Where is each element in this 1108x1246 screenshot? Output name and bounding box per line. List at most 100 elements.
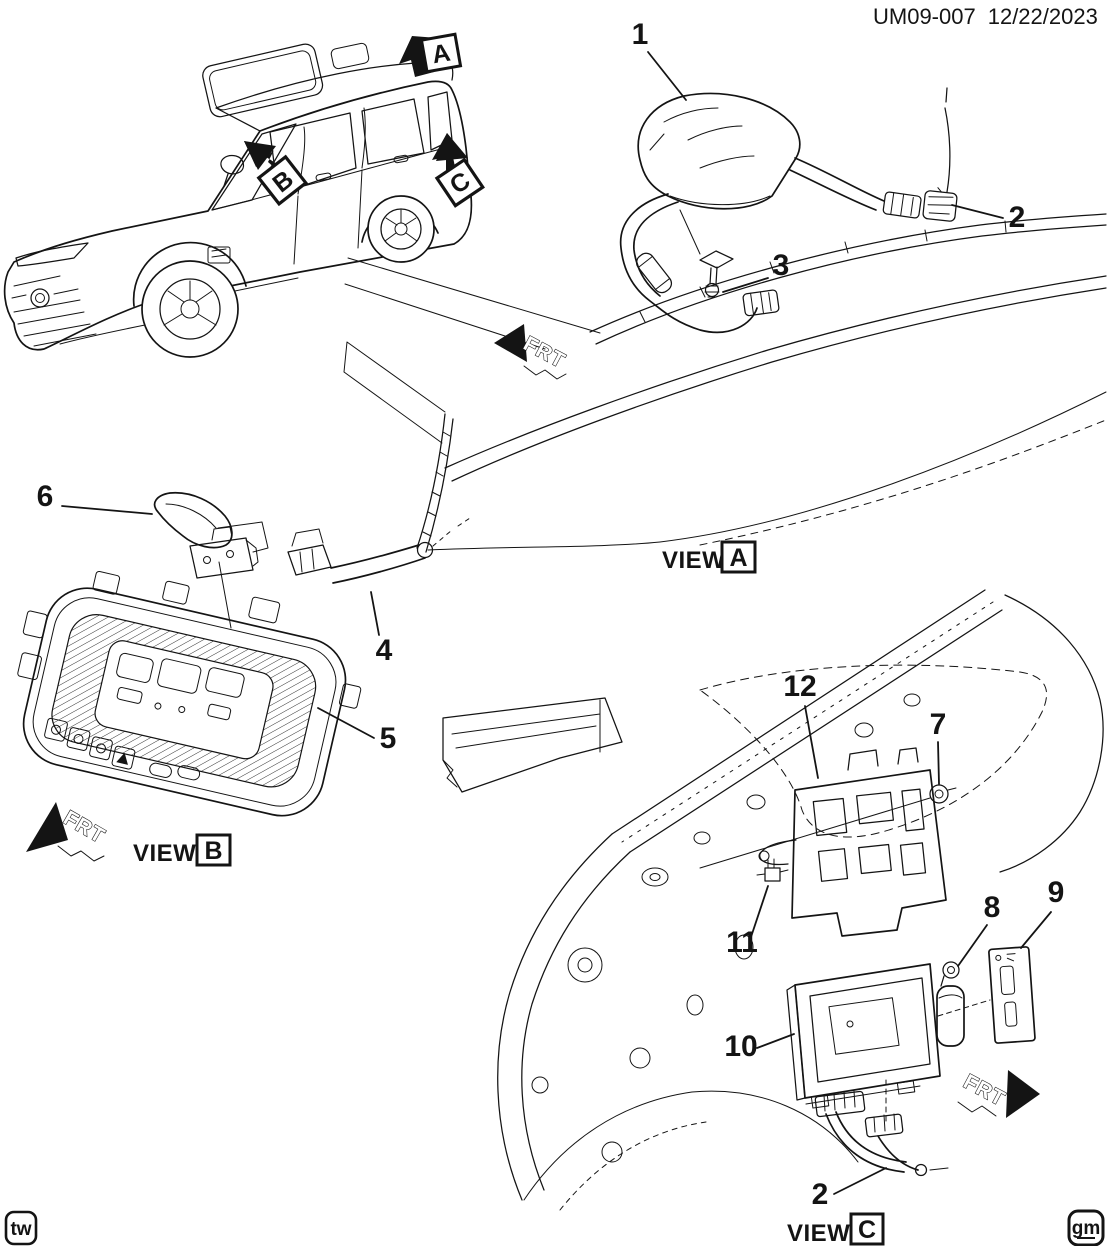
document-date: 12/22/2023 [988,4,1098,29]
frt-arrow-icon [26,802,68,852]
rear-door-handle [393,154,409,164]
pillar-band [611,589,1003,853]
corner-mark-tw: tw [10,1219,31,1240]
bracket-nut [929,784,957,804]
callout-2b-leader [833,1167,887,1195]
antenna-fin [637,92,801,210]
rear-door-cut [357,107,366,249]
antenna-gasket [699,250,734,269]
cable-up-to-roof [944,87,951,193]
callout-1-leader [647,51,687,101]
view-c-title-box [849,1212,885,1246]
console-switch-row [44,717,201,781]
vehicle-body-outline [3,80,473,351]
fastener-axis-line [699,797,931,869]
view-b-arrow-head [244,141,276,170]
frt-label: FRT [60,806,109,848]
quarter-window-opening [699,664,1048,838]
view-b-title: VIEW B [133,833,232,867]
roof-bottom-edge [427,391,1107,551]
brand-roundel-inner [35,293,45,303]
slotted-plate [988,946,1036,1044]
callout-10-leader [756,1033,795,1049]
comm-module [786,963,941,1109]
callout-4-label: 4 [376,634,393,667]
front-wheel-arch [132,241,247,307]
brand-roundel [30,288,50,308]
roof-upper-band-ticks [639,220,1007,323]
callout-3-leader [722,277,769,293]
module-bracket [758,747,947,937]
callout-9-leader [1020,911,1052,949]
antenna-cable-left [619,193,758,334]
ferrite-bead [635,252,673,294]
roof-upper-band [589,213,1107,345]
cable-tube-end [416,541,434,559]
lamp-lens-1 [116,652,154,683]
beltline [211,145,453,211]
inline-connector [882,191,922,219]
shelf-torn-edge [442,759,458,788]
microphone-connector [287,528,332,576]
roof-corner-lines [343,341,446,444]
roof-sketch-view-a: FRT VIEW A [343,213,1107,574]
front-door-handle [315,172,332,182]
roof-to-cable-dashes [432,517,471,547]
frt-arrow-icon [494,324,527,362]
sunroof-glass [202,43,324,118]
grille-hatch [11,275,151,347]
callout-8-leader [957,924,988,967]
cable-end-connector [742,289,780,317]
corner-mark-gm: gm [1072,1218,1101,1239]
console-center-panel [94,640,274,760]
callout-1-label: 1 [632,18,649,51]
view-c-title-letter: C [858,1216,876,1244]
microphone-cover-detail [165,503,217,529]
console-tab-1 [92,570,121,595]
body-structure-view-c: 7 8 9 10 11 12 2 FRT VIEW C [442,589,1104,1246]
view-a-title-letter: A [729,544,747,572]
vehicle-illustration: A B C [3,32,485,358]
view-b-title-box [195,833,232,867]
callout-12-leader [804,705,819,779]
cylinder-part [936,961,965,1047]
view-marker-b-on-car: B [244,141,309,207]
callout-6-label: 6 [37,480,54,513]
harness-connectors [814,1090,949,1177]
side-mirror [220,154,245,187]
console-tab-4 [22,610,48,639]
frt-arrow-icon [1006,1070,1040,1118]
view-a-marker-letter: A [430,39,453,70]
console-tab-3 [248,596,281,624]
frt-arrow-view-a: FRT [494,324,570,380]
callout-2-leader [951,204,1004,219]
charge-port [207,246,231,264]
view-b-word: VIEW [133,840,196,867]
roof-side-rail-arc [416,413,454,553]
view-marker-c-on-car: C [432,133,485,208]
rear-door-window [361,98,425,165]
microphone-cable-tube [330,544,426,584]
fin-to-stud-line [679,209,701,255]
antenna-stud [704,266,720,298]
wheelhouse-arc [523,1090,859,1201]
roof-connector-part2 [922,187,958,222]
antenna-detail: 1 2 3 [619,18,1026,334]
frt-3d-base [957,1101,997,1117]
callout-2-label: 2 [1009,201,1026,234]
callout-6-leader [61,505,153,515]
roof-bottom-dashed [699,419,1107,546]
headlight [15,242,89,267]
microphone-bracket [189,521,269,579]
rear-glass-panel [330,42,370,70]
callout-4-leader [370,591,380,636]
front-wheel [141,260,239,358]
callout-8-label: 8 [984,891,1001,924]
lamp-lens-3 [205,667,245,698]
callout-11-leader [749,885,769,941]
frt-label: FRT [960,1070,1009,1111]
callout-2b-label: 2 [812,1178,829,1211]
